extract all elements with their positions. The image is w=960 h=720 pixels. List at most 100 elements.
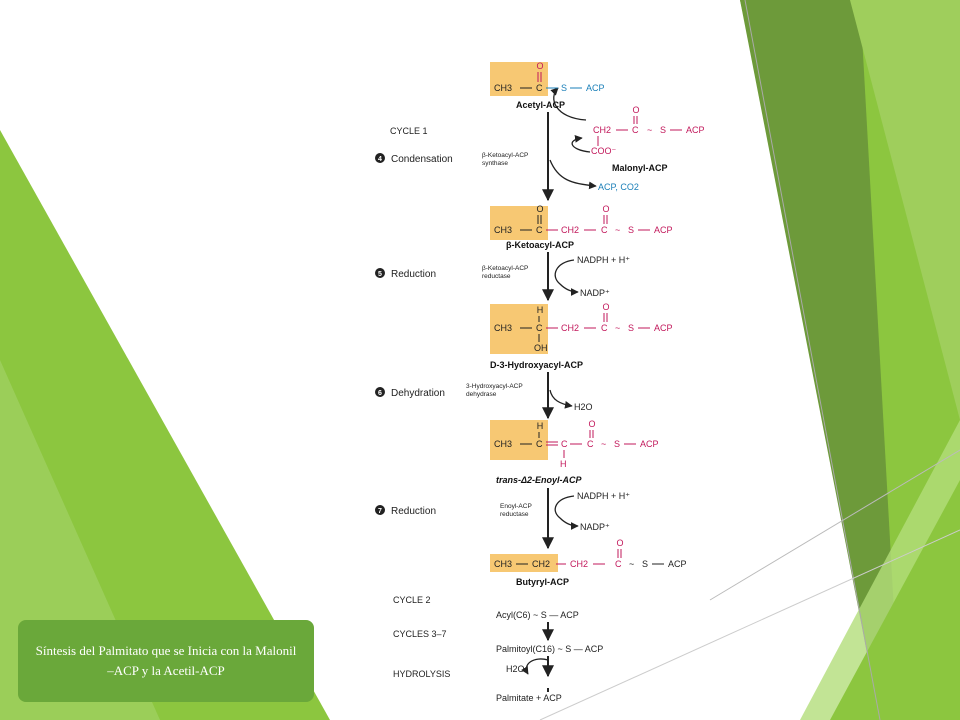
svg-text:NADPH + H⁺: NADPH + H⁺	[577, 491, 630, 501]
svg-text:NADP⁺: NADP⁺	[580, 522, 610, 532]
svg-text:β-Ketoacyl-ACP: β-Ketoacyl-ACP	[482, 265, 528, 272]
enoyl-acp-structure: H CH3 C C H O C ~ S ACP trans-Δ2-Enoyl-A…	[494, 419, 659, 485]
svg-text:H: H	[560, 459, 567, 469]
svg-text:CH2: CH2	[532, 559, 550, 569]
acetyl-acp-structure: O CH3 C S ACP Acetyl-ACP	[494, 61, 605, 110]
svg-text:synthase: synthase	[482, 160, 508, 167]
svg-text:S: S	[614, 439, 620, 449]
highlight-boxes	[490, 62, 558, 572]
svg-text:ACP: ACP	[668, 559, 687, 569]
svg-text:ACP: ACP	[640, 439, 659, 449]
svg-text:CH3: CH3	[494, 83, 512, 93]
svg-text:C: C	[536, 323, 543, 333]
svg-text:CH2: CH2	[570, 559, 588, 569]
svg-text:ACP, CO2: ACP, CO2	[598, 182, 639, 192]
svg-text:H: H	[537, 305, 544, 315]
svg-text:C: C	[536, 225, 543, 235]
svg-text:O: O	[536, 204, 543, 214]
caption-box: Síntesis del Palmitato que se Inicia con…	[18, 620, 314, 702]
svg-text:O: O	[588, 419, 595, 429]
svg-text:S: S	[642, 559, 648, 569]
step-6-dehydration: 6 Dehydration 3-Hydroxyacyl-ACP dehydras…	[375, 383, 593, 412]
svg-text:Palmitate + ACP: Palmitate + ACP	[496, 693, 562, 703]
hydroxyacyl-acp-structure: H CH3 C OH CH2 O C ~ S ACP D-3-Hydroxyac…	[490, 302, 673, 370]
svg-text:H2O: H2O	[574, 402, 593, 412]
svg-text:S: S	[628, 323, 634, 333]
svg-text:C: C	[536, 83, 543, 93]
step-7-reduction: 7 Reduction Enoyl-ACP reductase NADPH + …	[375, 491, 630, 532]
svg-text:trans-Δ2-Enoyl-ACP: trans-Δ2-Enoyl-ACP	[496, 475, 583, 485]
svg-text:CH3: CH3	[494, 323, 512, 333]
svg-text:S: S	[660, 125, 666, 135]
svg-text:dehydrase: dehydrase	[466, 391, 497, 398]
svg-text:O: O	[616, 538, 623, 548]
svg-text:O: O	[602, 204, 609, 214]
svg-text:O: O	[632, 105, 639, 115]
step-4-condensation: 4 Condensation β-Ketoacyl-ACP synthase	[375, 152, 528, 167]
svg-text:C: C	[615, 559, 622, 569]
svg-text:H2O: H2O	[506, 664, 525, 674]
svg-text:reductase: reductase	[482, 273, 511, 280]
svg-text:β-Ketoacyl-ACP: β-Ketoacyl-ACP	[482, 152, 528, 159]
side-arrows	[521, 87, 597, 675]
svg-text:ACP: ACP	[586, 83, 605, 93]
caption-text: Síntesis del Palmitato que se Inicia con…	[35, 643, 297, 678]
svg-text:~: ~	[647, 125, 652, 135]
svg-text:reductase: reductase	[500, 511, 529, 518]
svg-text:Enoyl-ACP: Enoyl-ACP	[500, 503, 532, 510]
svg-text:~: ~	[615, 323, 620, 333]
svg-text:Palmitoyl(C16) ~ S — ACP: Palmitoyl(C16) ~ S — ACP	[496, 644, 603, 654]
svg-text:~: ~	[615, 225, 620, 235]
svg-text:CH2: CH2	[561, 323, 579, 333]
svg-text:Condensation: Condensation	[391, 154, 453, 165]
svg-text:ACP: ACP	[654, 225, 673, 235]
svg-text:C: C	[536, 439, 543, 449]
svg-text:S: S	[561, 83, 567, 93]
svg-text:Reduction: Reduction	[391, 506, 436, 517]
svg-text:~: ~	[601, 439, 606, 449]
butyryl-acp-structure: CH3 CH2 CH2 O C ~ S ACP Butyryl-ACP	[494, 538, 687, 587]
svg-text:~: ~	[629, 559, 634, 569]
svg-text:C: C	[561, 439, 568, 449]
svg-text:Acyl(C6) ~ S — ACP: Acyl(C6) ~ S — ACP	[496, 610, 579, 620]
svg-text:CYCLE 2: CYCLE 2	[393, 595, 431, 605]
svg-text:CH2: CH2	[561, 225, 579, 235]
later-cycles: CYCLE 2 Acyl(C6) ~ S — ACP CYCLES 3–7 Pa…	[393, 595, 603, 703]
svg-text:NADPH + H⁺: NADPH + H⁺	[577, 255, 630, 265]
svg-text:Reduction: Reduction	[391, 269, 436, 280]
svg-text:CH3: CH3	[494, 439, 512, 449]
svg-text:C: C	[601, 225, 608, 235]
svg-text:OH: OH	[534, 343, 548, 353]
svg-text:β-Ketoacyl-ACP: β-Ketoacyl-ACP	[506, 240, 574, 250]
svg-text:COO⁻: COO⁻	[591, 146, 617, 156]
svg-text:CH2: CH2	[593, 125, 611, 135]
svg-text:NADP⁺: NADP⁺	[580, 288, 610, 298]
svg-text:ACP: ACP	[686, 125, 705, 135]
svg-text:CYCLES 3–7: CYCLES 3–7	[393, 629, 447, 639]
svg-text:D-3-Hydroxyacyl-ACP: D-3-Hydroxyacyl-ACP	[490, 360, 583, 370]
cycle-1-label: CYCLE 1	[390, 126, 428, 136]
ketoacyl-acp-structure: O CH3 C CH2 O C ~ S ACP β-Ketoacyl-ACP	[494, 204, 673, 250]
svg-text:3-Hydroxyacyl-ACP: 3-Hydroxyacyl-ACP	[466, 383, 523, 390]
svg-text:C: C	[587, 439, 594, 449]
svg-text:HYDROLYSIS: HYDROLYSIS	[393, 669, 450, 679]
svg-text:Malonyl-ACP: Malonyl-ACP	[612, 163, 668, 173]
svg-text:Butyryl-ACP: Butyryl-ACP	[516, 577, 569, 587]
svg-text:4: 4	[378, 156, 382, 163]
svg-text:S: S	[628, 225, 634, 235]
svg-text:CH3: CH3	[494, 559, 512, 569]
svg-text:O: O	[536, 61, 543, 71]
svg-text:H: H	[537, 421, 544, 431]
svg-text:7: 7	[378, 508, 382, 515]
svg-text:Dehydration: Dehydration	[391, 388, 445, 399]
malonyl-acp-structure: O CH2 C ~ S ACP COO⁻ Malonyl-ACP ACP, CO…	[591, 105, 705, 192]
svg-text:Acetyl-ACP: Acetyl-ACP	[516, 100, 565, 110]
svg-text:5: 5	[378, 271, 382, 278]
svg-text:C: C	[632, 125, 639, 135]
svg-text:CH3: CH3	[494, 225, 512, 235]
step-5-reduction: 5 Reduction β-Ketoacyl-ACP reductase NAD…	[375, 255, 630, 298]
svg-text:O: O	[602, 302, 609, 312]
svg-text:ACP: ACP	[654, 323, 673, 333]
